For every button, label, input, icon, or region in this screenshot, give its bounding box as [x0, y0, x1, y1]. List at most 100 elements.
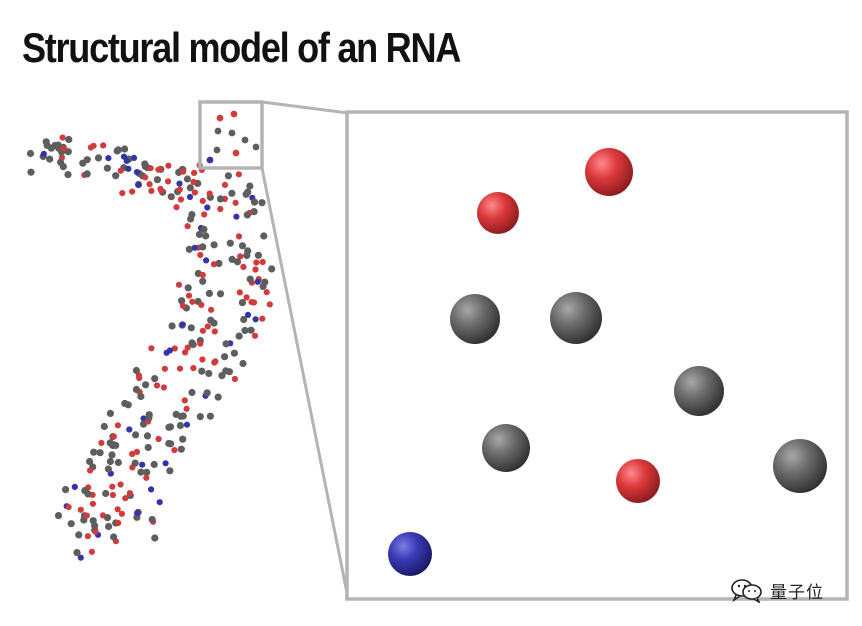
molecule-atom-gray — [214, 127, 222, 135]
molecule-atom-gray — [102, 489, 110, 498]
molecule-atom-gray — [121, 399, 129, 408]
molecule-atom-gray — [268, 265, 276, 273]
molecule-atom-red — [259, 258, 266, 266]
molecule-atom-gray — [202, 232, 210, 240]
molecule-atom-red — [251, 332, 259, 339]
molecule-atom-red — [89, 500, 96, 507]
molecule-atom-red — [197, 251, 204, 259]
molecule-atom-red — [129, 450, 136, 458]
molecule-atom-red — [185, 292, 193, 299]
molecule-atom-gray — [64, 171, 72, 179]
molecule-atom-red — [158, 187, 165, 194]
molecule-atom-red — [199, 271, 206, 279]
molecule-atom-blue — [135, 181, 142, 188]
molecule-atom-gray — [168, 322, 176, 330]
molecule-atom-blue — [254, 278, 261, 285]
molecule-atom-red — [148, 187, 155, 194]
molecule-atom-red — [266, 301, 273, 308]
molecule-atom-red — [190, 365, 197, 372]
molecule-atom-gray — [228, 129, 236, 137]
molecule-atom-red — [176, 186, 183, 193]
molecule-atom-gray — [106, 409, 114, 417]
molecule-atom-gray — [228, 255, 236, 263]
molecule-atom-blue — [191, 244, 198, 251]
molecule-atom-red — [240, 263, 247, 270]
zoom-atom-red — [616, 459, 660, 503]
molecule-atom-gray — [121, 145, 129, 153]
molecule-atom-gray — [104, 465, 112, 473]
molecule-atom-gray — [184, 284, 192, 292]
molecule-atom-blue — [179, 321, 186, 328]
molecule-atom-blue — [126, 426, 133, 433]
molecule-atom-gray — [243, 211, 251, 219]
molecule-atom-red — [237, 253, 244, 260]
molecule-atom-gray — [59, 163, 67, 171]
molecule-atom-red — [155, 435, 162, 443]
molecule-atom-red — [199, 197, 206, 204]
molecule-atom-red — [115, 519, 122, 527]
molecule-atom-red — [88, 548, 95, 555]
molecule-atom-blue — [156, 499, 163, 506]
molecule-atom-red — [231, 375, 238, 383]
molecule-atom-red — [259, 315, 266, 322]
molecule-atom-red — [90, 142, 97, 149]
molecule-atom-blue — [183, 421, 191, 428]
molecule-atom-red — [221, 181, 229, 188]
molecule-atom-gray — [188, 339, 196, 347]
molecule-atom-blue — [186, 193, 194, 201]
diagram-title: Structural model of an RNA — [22, 24, 461, 71]
molecule-atom-gray — [106, 457, 114, 466]
molecule-atom-gray — [67, 520, 75, 528]
molecule-atom-gray — [206, 412, 214, 420]
molecule-atom-gray — [89, 517, 97, 525]
molecule-atom-red — [133, 448, 141, 455]
molecule-atom-red — [232, 149, 240, 157]
molecule-atom-gray — [213, 146, 221, 154]
molecule-atom-red — [156, 166, 163, 173]
zoom-panel — [345, 110, 849, 601]
molecule-atom-blue — [120, 153, 128, 160]
molecule-atom-red — [184, 344, 191, 351]
molecule-atom-gray — [96, 449, 104, 457]
molecule-atom-gray — [246, 275, 254, 283]
molecule-atom-gray — [226, 239, 234, 247]
molecule-atom-gray — [112, 441, 120, 449]
zoomed-atoms — [388, 148, 827, 576]
molecule-atom-gray — [244, 188, 252, 196]
molecule-atom-gray — [106, 439, 114, 447]
molecule-atom-red — [118, 510, 125, 517]
zoom-connector-lines — [260, 100, 350, 599]
molecule-atom-gray — [228, 189, 236, 197]
molecule-atom-gray — [230, 349, 238, 357]
molecule-atom-red — [148, 345, 155, 352]
molecule-atom-gray — [178, 297, 186, 305]
molecule-atom-gray — [239, 359, 247, 368]
molecule-atom-red — [109, 491, 116, 499]
molecule-atom-blue — [130, 154, 138, 161]
molecule-atom-red — [84, 533, 91, 540]
molecule-atom-gray — [27, 168, 35, 176]
molecule-atom-red — [98, 439, 105, 446]
molecule-atom-gray — [240, 315, 248, 324]
wechat-logo-icon — [731, 579, 762, 603]
molecule-atom-red — [109, 483, 116, 490]
molecule-atom-blue — [244, 311, 252, 318]
molecule-atom-red — [77, 506, 84, 513]
molecule-atom-gray — [247, 326, 255, 334]
molecule-atom-red — [198, 301, 205, 308]
molecule-atom-red — [160, 384, 167, 391]
molecule-atom-gray — [143, 432, 152, 440]
molecule-atom-red — [211, 328, 218, 335]
molecule-atom-blue — [162, 460, 169, 467]
molecule-atom-red — [164, 178, 172, 185]
rna-molecule-overview — [26, 110, 276, 561]
molecule-atom-gray — [241, 136, 249, 144]
molecule-atom-blue — [140, 415, 147, 422]
molecule-atom-gray — [177, 445, 185, 453]
molecule-atom-gray — [177, 412, 185, 420]
molecule-atom-gray — [54, 511, 63, 520]
molecule-atom-gray — [254, 251, 262, 259]
molecule-atom-red — [199, 327, 206, 334]
molecule-atom-red — [117, 481, 124, 488]
molecule-atom-gray — [187, 324, 195, 332]
